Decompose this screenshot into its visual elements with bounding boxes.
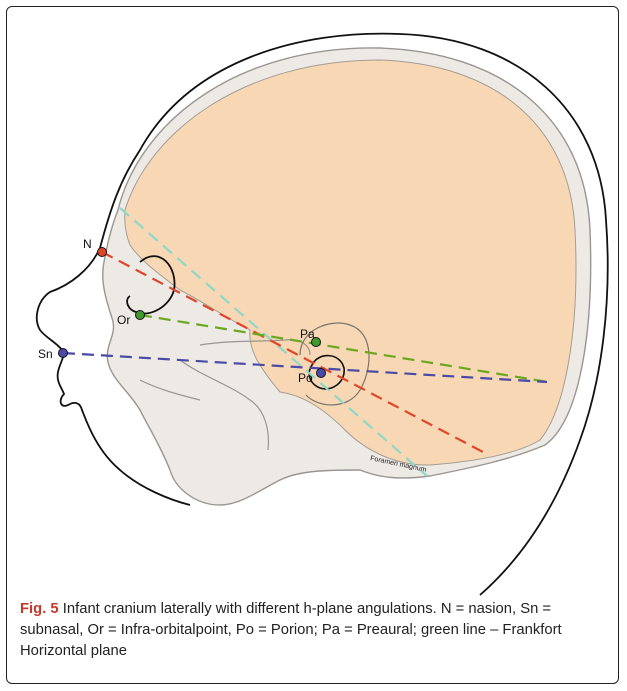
- label-sn: Sn: [38, 347, 53, 361]
- point-sn: [59, 349, 68, 358]
- cranium-illustration: N Sn Or Pa Po Foramen magnum: [0, 0, 627, 600]
- figure-label: Fig. 5: [20, 601, 59, 617]
- point-n: [98, 248, 107, 257]
- figure-caption: Fig. 5 Infant cranium laterally with dif…: [20, 599, 610, 662]
- point-or: [136, 311, 145, 320]
- label-n: N: [83, 237, 92, 251]
- label-po: Po: [298, 371, 313, 385]
- caption-text: Infant cranium laterally with different …: [20, 601, 562, 659]
- label-or: Or: [117, 313, 130, 327]
- point-po: [317, 369, 326, 378]
- label-pa: Pa: [300, 327, 315, 341]
